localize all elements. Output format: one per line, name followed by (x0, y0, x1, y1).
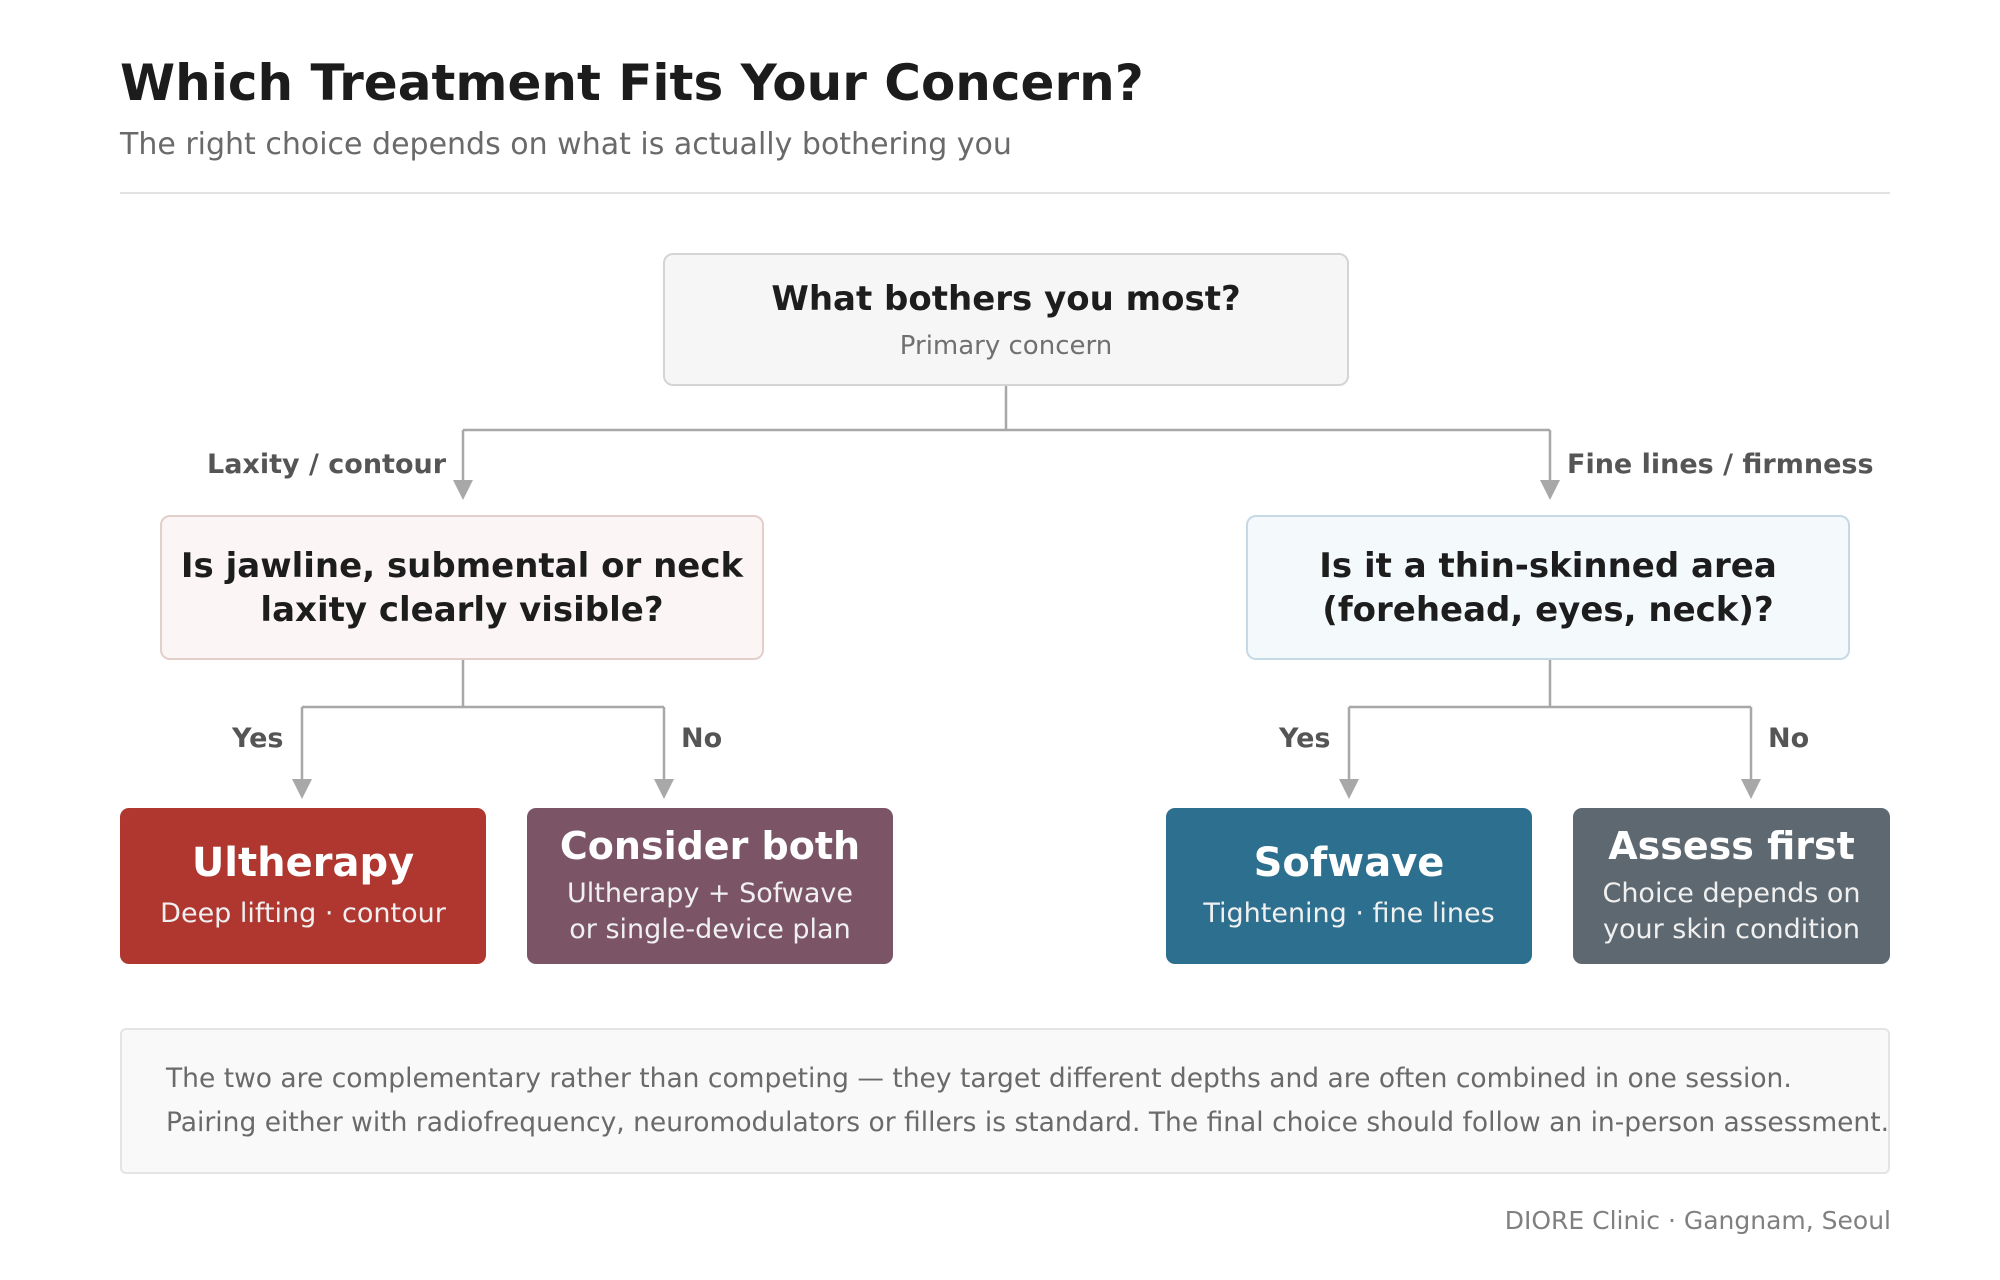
outcome-consider-both: Consider both Ultherapy + Sofwave or sin… (527, 808, 893, 964)
outcome-assess-first-desc: Choice depends on your skin condition (1602, 878, 1861, 945)
outcome-ultherapy-name: Ultherapy (191, 840, 415, 886)
connector-right-split (1347, 660, 1753, 783)
arrow-head-left-no (654, 779, 674, 799)
thin-skin-question: Is it a thin-skinned area (forehead, eye… (1319, 545, 1777, 630)
left-yes-label: Yes (232, 723, 284, 754)
note-line-1: The two are complementary rather than co… (166, 1063, 1792, 1094)
outcome-assess-first-name: Assess first (1608, 824, 1855, 868)
thin-skin-question-node: Is it a thin-skinned area (forehead, eye… (1246, 515, 1850, 660)
outcome-ultherapy: Ultherapy Deep lifting · contour (120, 808, 486, 964)
branch-label-fine-lines: Fine lines / firmness (1567, 449, 1874, 480)
arrow-head-laxity (453, 480, 473, 500)
clinic-credit: DIORE Clinic · Gangnam, Seoul (1504, 1206, 1891, 1235)
root-caption: Primary concern (899, 330, 1113, 361)
complementary-note: The two are complementary rather than co… (120, 1028, 1890, 1174)
connector-left-split (300, 660, 666, 783)
header-divider (120, 192, 1890, 194)
note-line-2: Pairing either with radiofrequency, neur… (166, 1107, 1890, 1138)
arrow-head-fine-lines (1540, 480, 1560, 500)
root-question-node: What bothers you most? Primary concern (663, 253, 1349, 386)
right-yes-label: Yes (1279, 723, 1331, 754)
arrow-head-right-no (1741, 779, 1761, 799)
right-no-label: No (1768, 723, 1810, 754)
arrow-head-left-yes (292, 779, 312, 799)
outcome-sofwave-desc: Tightening · fine lines (1203, 898, 1495, 929)
laxity-question: Is jawline, submental or neck laxity cle… (180, 545, 744, 630)
outcome-assess-first: Assess first Choice depends on your skin… (1573, 808, 1890, 964)
outcome-sofwave-name: Sofwave (1253, 840, 1445, 886)
left-no-label: No (681, 723, 723, 754)
outcome-ultherapy-desc: Deep lifting · contour (160, 898, 446, 929)
arrow-head-right-yes (1339, 779, 1359, 799)
connector-root-split (461, 386, 1552, 484)
root-question: What bothers you most? (771, 278, 1241, 319)
outcome-consider-both-desc: Ultherapy + Sofwave or single-device pla… (566, 878, 854, 945)
branch-label-laxity: Laxity / contour (207, 449, 447, 480)
page-title: Which Treatment Fits Your Concern? (120, 54, 1144, 112)
page-subtitle: The right choice depends on what is actu… (120, 127, 1012, 162)
laxity-question-node: Is jawline, submental or neck laxity cle… (160, 515, 764, 660)
outcome-sofwave: Sofwave Tightening · fine lines (1166, 808, 1532, 964)
outcome-consider-both-name: Consider both (559, 824, 861, 868)
